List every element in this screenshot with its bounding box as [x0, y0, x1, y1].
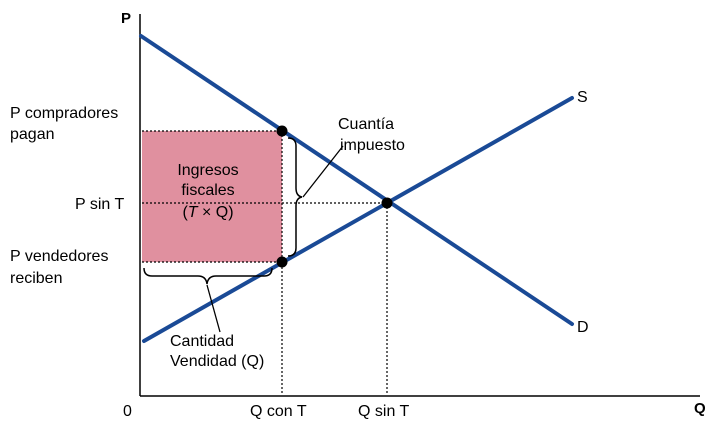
quantity-sold-label-2: Vendidad (Q): [170, 353, 264, 370]
buyers-pay-label-1: P compradores: [10, 105, 118, 122]
tax-revenue-formula: (T × Q): [182, 204, 233, 221]
quantity-pointer: [206, 284, 221, 333]
formula-t: T: [188, 204, 199, 221]
tax-revenue-label-2: fiscales: [181, 182, 234, 199]
demand-label: D: [577, 319, 589, 336]
tax-revenue-area: [142, 131, 282, 262]
y-axis-letter: P: [121, 10, 131, 27]
q-with-tax-label: Q con T: [250, 403, 307, 420]
buyers-pay-label-2: pagan: [10, 126, 55, 143]
tax-amount-pointer: [302, 145, 344, 198]
no-tax-price-label: P sin T: [75, 196, 124, 213]
equilibrium-point: [381, 197, 393, 209]
demand-curve: [139, 34, 574, 326]
q-without-tax-label: Q sin T: [358, 403, 410, 420]
formula-q: Q: [216, 204, 228, 221]
sellers-receive-label-1: P vendedores: [10, 248, 108, 265]
tax-amount-brace: [287, 137, 303, 257]
quantity-sold-label-1: Cantidad: [170, 333, 234, 350]
formula-times: ×: [198, 204, 216, 221]
tax-amount-label-1: Cuantía: [338, 116, 394, 133]
x-axis-letter: Q: [694, 400, 706, 417]
sellers-receive-label-2: reciben: [10, 270, 62, 287]
tax-amount-label-2: impuesto: [340, 137, 405, 154]
supply-label: S: [577, 89, 588, 106]
supply-curve: [142, 96, 574, 343]
origin-label: 0: [123, 403, 132, 420]
quantity-brace: [143, 267, 273, 285]
buyers-price-point: [276, 125, 288, 137]
sellers-price-point: [276, 256, 288, 268]
tax-revenue-label-1: Ingresos: [177, 162, 238, 179]
